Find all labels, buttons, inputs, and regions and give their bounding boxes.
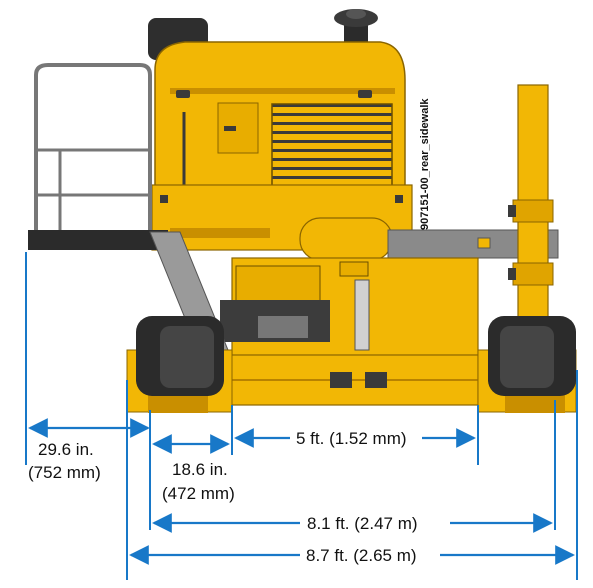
access-panel <box>217 102 259 154</box>
walkway-railing <box>34 63 152 230</box>
overall-width-label: 8.7 ft. (2.65 m) <box>306 546 417 565</box>
right-track <box>477 316 577 413</box>
dimension-lines <box>25 252 578 580</box>
exhaust-cap <box>334 9 378 46</box>
lift-eye-left <box>176 90 190 98</box>
left-track <box>126 316 233 413</box>
right-leg <box>508 84 554 331</box>
bottom-beam <box>227 354 479 406</box>
lift-eye-right <box>358 90 372 98</box>
dimension-labels: 29.6 in. (752 mm) 18.6 in. (472 mm) 5 ft… <box>28 429 418 565</box>
paver-machine <box>28 9 577 413</box>
track-width-label-metric: (472 mm) <box>162 484 235 503</box>
walkway-platform <box>28 230 168 250</box>
track-gauge-label: 8.1 ft. (2.47 m) <box>307 514 418 533</box>
center-assembly <box>220 257 479 359</box>
track-width-label: 18.6 in. <box>172 460 228 479</box>
inner-gauge-label: 5 ft. (1.52 mm) <box>296 429 407 448</box>
hydraulic-tank <box>299 217 393 261</box>
drawing-id-label: 907151-00_rear_sidewalk <box>419 98 431 230</box>
walkway-overhang-label-metric: (752 mm) <box>28 463 101 482</box>
walkway-overhang-label: 29.6 in. <box>38 440 94 459</box>
